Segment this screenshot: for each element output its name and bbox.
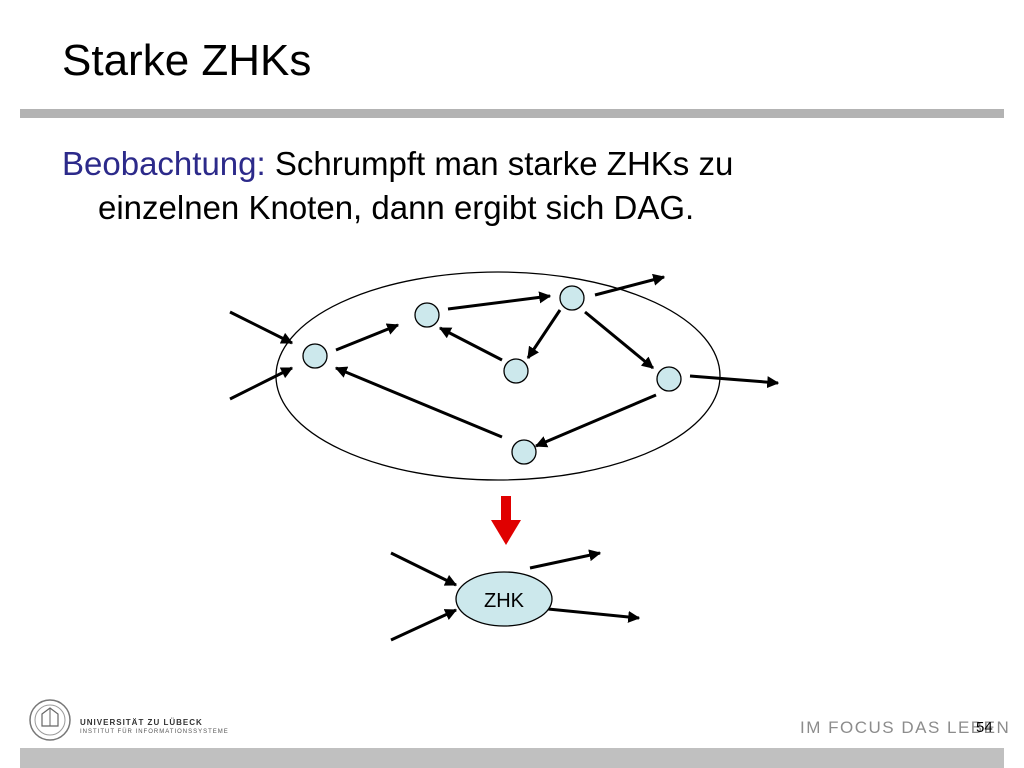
contraction-arrow [491, 496, 521, 545]
node-e [656, 366, 682, 392]
university-motto: IM FOCUS DAS LEBEN [800, 718, 1011, 737]
university-seal-logo [29, 699, 71, 741]
slide-title: Starke ZHKs [62, 36, 312, 85]
footer-bar [20, 748, 1004, 768]
edge-in-top [229, 310, 294, 345]
edge-a-b [335, 323, 400, 352]
edge-b-c [447, 291, 552, 311]
title-divider [20, 109, 1004, 118]
node-a [302, 343, 328, 369]
edge-d-b [438, 326, 503, 362]
zhk-edge-out-top [529, 549, 602, 570]
edge-e-out [689, 374, 780, 389]
edge-in-bottom [229, 366, 294, 401]
zhk-edge-in-top [390, 551, 458, 587]
node-b [414, 302, 440, 328]
edge-e-f [534, 393, 657, 448]
university-name: UNIVERSITÄT ZU LÜBECK [80, 718, 203, 727]
node-d [503, 358, 529, 384]
zhk-edge-in-bottom [390, 608, 458, 642]
institute-name: INSTITUT FÜR INFORMATIONSSYSTEME [80, 729, 229, 735]
observation-label: Beobachtung: [62, 145, 266, 182]
node-c [559, 285, 585, 311]
zhk-edge-out-bottom [547, 607, 641, 623]
observation-text: Beobachtung: Schrumpft man starke ZHKs z… [62, 142, 962, 230]
zhk-label: ZHK [484, 590, 525, 612]
node-f [511, 439, 537, 465]
observation-line-1: Schrumpft man starke ZHKs zu [274, 145, 734, 182]
edge-c-e [584, 310, 654, 370]
edge-c-d [526, 309, 562, 359]
observation-line-2: einzelnen Knoten, dann ergibt sich DAG. [98, 189, 695, 226]
zhk-node [455, 571, 553, 627]
edge-f-a [334, 366, 503, 439]
page-number: 54 [976, 719, 993, 736]
edge-c-out [594, 273, 666, 297]
